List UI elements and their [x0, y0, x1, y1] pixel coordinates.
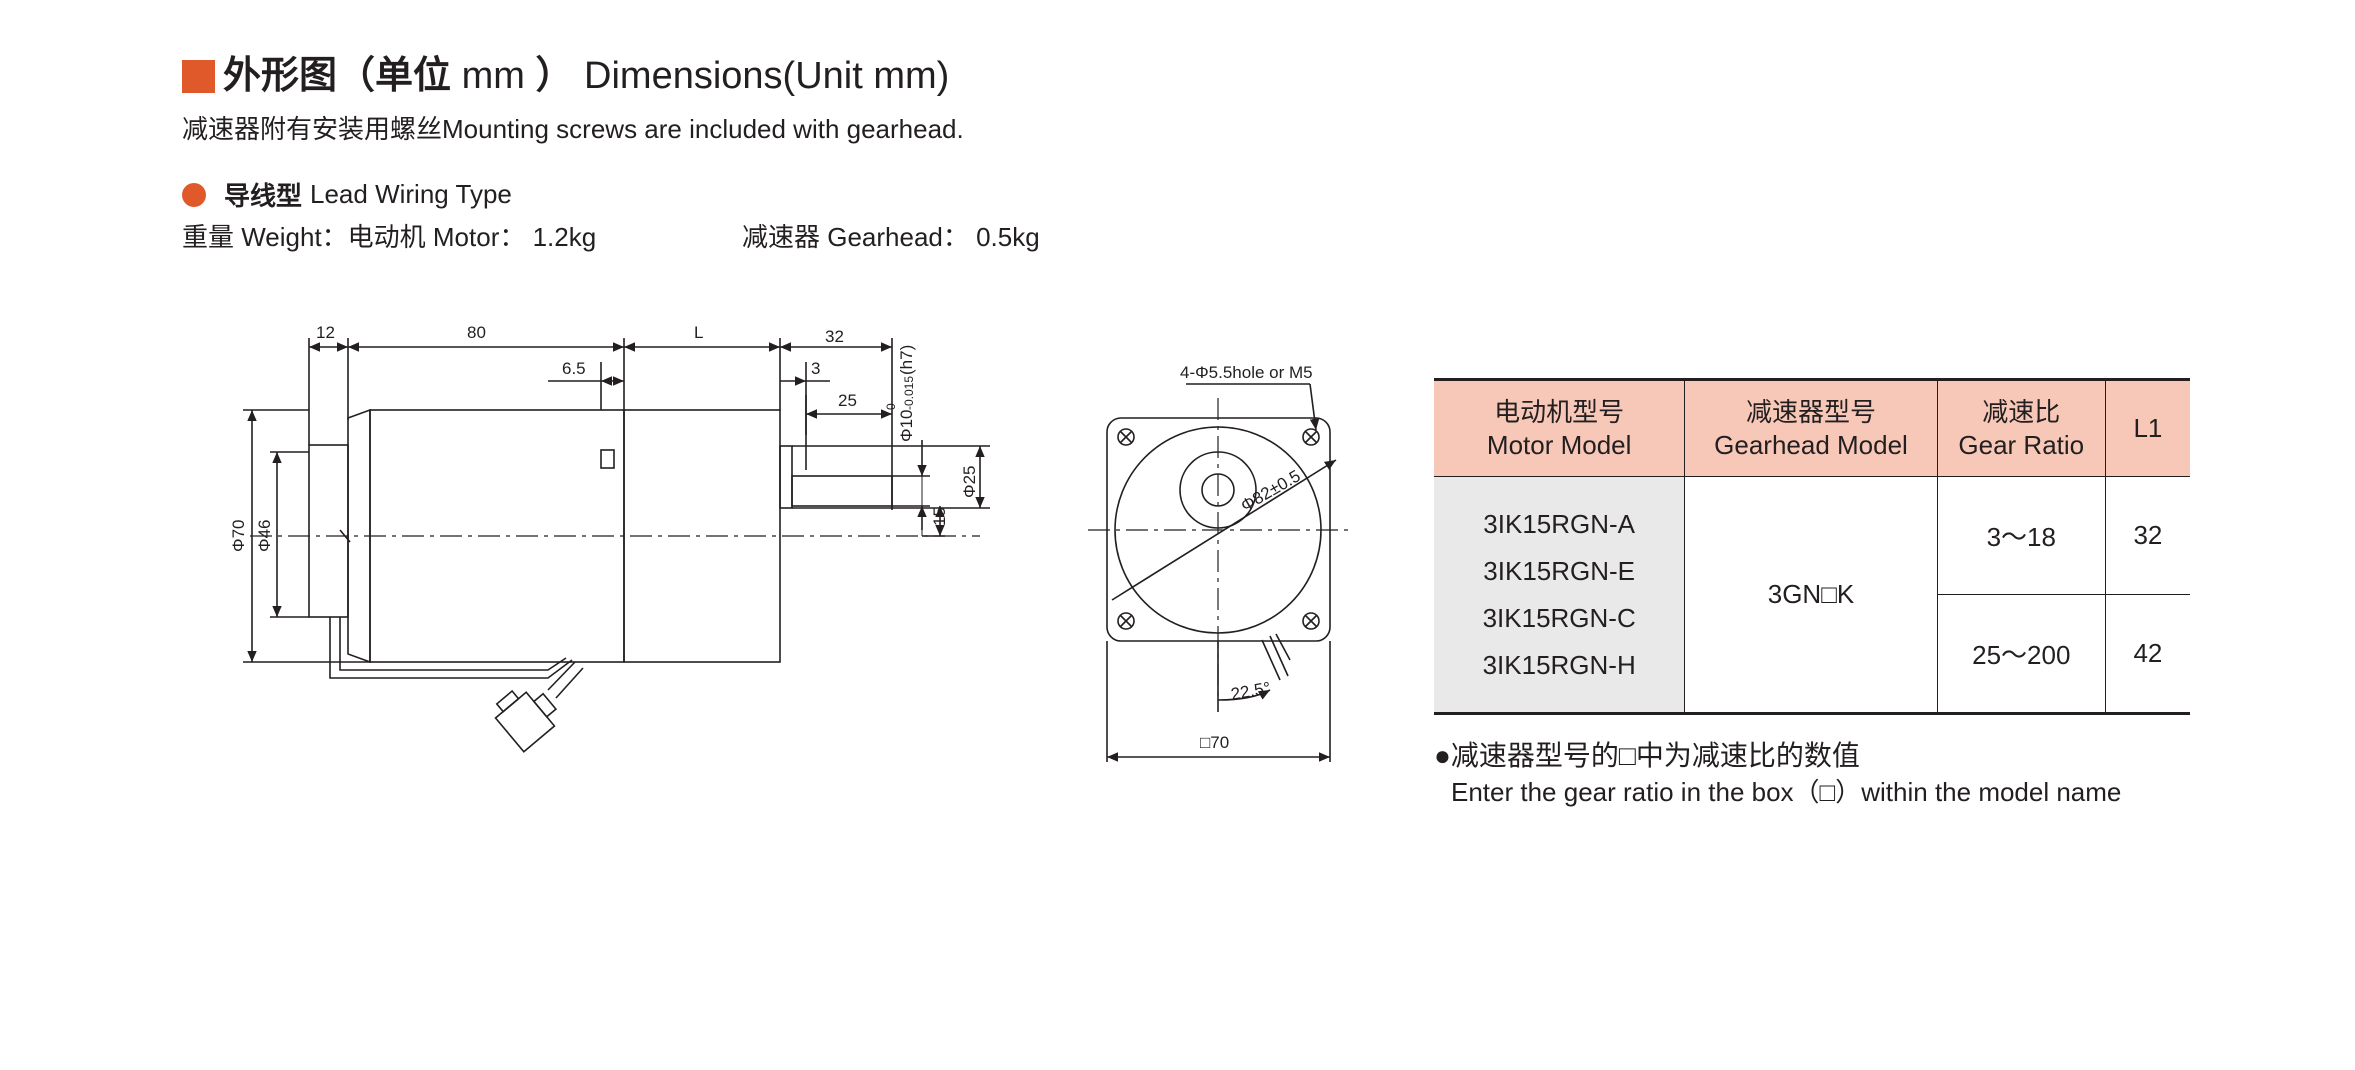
dim-25: 25 — [838, 391, 857, 410]
gear-ratio-cell: 25～200 — [1936, 594, 2106, 714]
wiring-type-en: Lead Wiring Type — [310, 179, 512, 209]
gear-ratio-cell: 3～18 — [1936, 476, 2106, 595]
dim-L: L — [694, 323, 703, 342]
dim-phi70: Φ70 — [229, 520, 248, 552]
dim-80: 80 — [467, 323, 486, 342]
front-hole-label: 4-Φ5.5hole or M5 — [1180, 363, 1313, 382]
table-row: 25～200 42 — [1434, 594, 2190, 714]
page-title: 外形图（单位 mm ） Dimensions(Unit mm) — [182, 52, 949, 100]
title-en: Dimensions(Unit mm) — [584, 55, 950, 97]
note-cn: ●减速器型号的□中为减速比的数值 — [1434, 740, 1860, 771]
dim-phi46: Φ46 — [255, 520, 274, 552]
motor-model-cell: 3IK15RGN-A 3IK15RGN-E 3IK15RGN-C 3IK15RG… — [1434, 476, 1685, 714]
dim-phi10-tol-lower: -0.015 — [902, 376, 916, 410]
bullet-dot-icon — [182, 182, 206, 207]
dim-15: 15 — [930, 507, 949, 526]
title-cn: 外形图（单位 — [223, 55, 452, 97]
table-row: 3IK15RGN-A 3IK15RGN-E 3IK15RGN-C 3IK15RG… — [1434, 476, 2190, 714]
wiring-type-cn: 导线型 — [224, 181, 303, 211]
subtitle: 减速器附有安装用螺丝Mounting screws are included w… — [182, 114, 964, 144]
mounting-holes — [1117, 428, 1320, 630]
weight-motor: 重量 Weight：电动机 Motor： 1.2kg — [182, 222, 597, 252]
dim-32: 32 — [825, 327, 844, 346]
dim-3: 3 — [811, 359, 820, 378]
motor-model-item: 3IK15RGN-A — [1483, 508, 1636, 539]
dim-12: 12 — [316, 323, 335, 342]
lead-wiring-row: 导线型 Lead Wiring Type — [182, 176, 512, 213]
l1-cell: 32 — [2104, 476, 2190, 595]
title-close: ） — [535, 55, 574, 97]
front-angle-label: 22.5° — [1229, 678, 1272, 704]
motor-model-item: 3IK15RGN-E — [1483, 555, 1636, 586]
front-pcd-label: Φ82±0.5 — [1238, 466, 1304, 515]
col-l1: L1 — [2104, 379, 2190, 477]
gearhead-model-cell: 3GN□K — [1684, 476, 1938, 714]
title-square-marker — [182, 59, 215, 93]
dim-6-5: 6.5 — [562, 359, 586, 378]
motor-model-item: 3IK15RGN-H — [1482, 649, 1636, 680]
side-view — [243, 338, 990, 753]
dim-phi10: Φ10 — [897, 410, 916, 442]
title-unit: mm — [461, 55, 525, 97]
dim-phi10-tol-upper: 0 — [884, 403, 898, 410]
front-view — [1088, 383, 1352, 762]
dim-h7: (h7) — [897, 345, 916, 375]
l1-cell: 42 — [2104, 594, 2190, 714]
weight-gearhead: 减速器 Gearhead： 0.5kg — [742, 222, 1040, 252]
front-square-label: □70 — [1200, 733, 1229, 752]
note-en: Enter the gear ratio in the box（□）within… — [1451, 777, 2122, 807]
dim-phi25: Φ25 — [960, 466, 979, 498]
motor-model-item: 3IK15RGN-C — [1482, 602, 1636, 633]
